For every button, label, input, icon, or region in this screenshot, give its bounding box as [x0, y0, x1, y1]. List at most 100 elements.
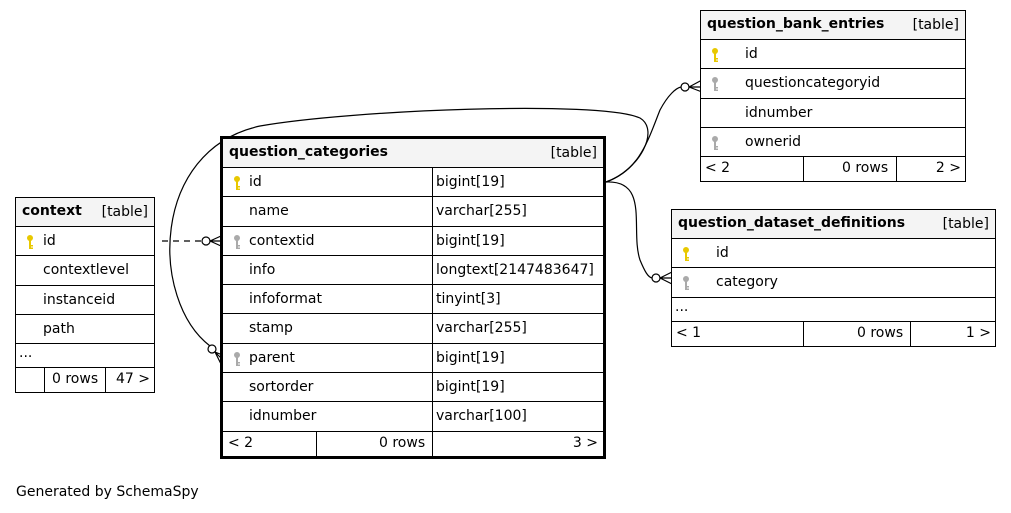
column-name: instanceid: [43, 291, 116, 308]
column-row: id bigint[19]: [223, 168, 603, 198]
column-row: parent bigint[19]: [223, 343, 603, 374]
table-name: context: [22, 203, 82, 219]
edge-end-circle: [680, 82, 690, 92]
column-row: instanceid: [16, 286, 154, 315]
footer-right: 47 >: [116, 371, 150, 388]
primary-key-icon: [712, 48, 718, 62]
table-header: question_categories [table]: [223, 139, 603, 168]
table-name: question_categories: [229, 144, 388, 160]
footer-separator: [910, 321, 911, 346]
column-separator: [432, 373, 433, 402]
column-name: ownerid: [745, 133, 802, 150]
column-row: ownerid: [701, 128, 965, 158]
foreign-key-icon: [712, 135, 718, 150]
table-name: question_dataset_definitions: [678, 215, 906, 231]
footer-rows: 0 rows: [52, 371, 99, 388]
footer-rows: 0 rows: [379, 434, 426, 451]
table-header: question_dataset_definitions [table]: [672, 210, 995, 239]
column-type: bigint[19]: [436, 379, 505, 396]
footer-rows: 0 rows: [857, 324, 904, 341]
ellipsis: ...: [675, 298, 689, 315]
table-header: context [table]: [16, 198, 154, 227]
table-question-categories[interactable]: question_categories [table] id bigint[19]…: [220, 136, 606, 459]
column-row: id: [16, 227, 154, 257]
table-footer: < 2 0 rows 2 >: [701, 157, 965, 182]
edge-end-circle: [651, 273, 661, 283]
column-row: contextlevel: [16, 256, 154, 286]
footer-rows: 0 rows: [842, 160, 889, 177]
column-type: bigint[19]: [436, 174, 505, 190]
foreign-key-icon: [683, 276, 689, 291]
column-type: varchar[100]: [436, 408, 527, 425]
column-name: id: [716, 245, 729, 261]
foreign-key-icon: [712, 77, 718, 92]
generated-by-note: Generated by SchemaSpy: [16, 484, 199, 500]
column-row: path: [16, 315, 154, 345]
table-footer: < 1 0 rows 1 >: [672, 321, 995, 346]
more-columns: ...: [16, 344, 154, 369]
edge-questioncategoryid-to-id: [605, 86, 682, 183]
column-row: idnumber: [701, 99, 965, 128]
column-separator: [432, 255, 433, 285]
column-type: varchar[255]: [436, 320, 527, 337]
table-context[interactable]: context [table] id contextlevel instanceid…: [15, 197, 155, 394]
edge-end-circle: [207, 344, 217, 354]
column-type: varchar[255]: [436, 203, 527, 220]
table-question-dataset-definitions[interactable]: question_dataset_definitions [table] id c…: [671, 209, 996, 347]
column-separator: [432, 343, 433, 373]
column-name: id: [249, 174, 262, 190]
column-name: parent: [249, 349, 295, 366]
footer-left: < 1: [676, 324, 702, 341]
footer-separator: [432, 431, 433, 456]
foreign-key-icon: [234, 351, 240, 366]
column-row: info longtext[2147483647]: [223, 255, 603, 286]
column-separator: [432, 168, 433, 197]
edge-end-circle: [201, 236, 211, 246]
primary-key-icon: [234, 176, 240, 190]
footer-right: 1 >: [965, 324, 991, 341]
column-row: sortorder bigint[19]: [223, 373, 603, 403]
table-type-tag: [table]: [942, 216, 989, 232]
more-columns: ...: [672, 298, 995, 322]
column-row: questioncategoryid: [701, 69, 965, 99]
column-type: bigint[19]: [436, 349, 505, 366]
column-type: longtext[2147483647]: [436, 261, 594, 278]
column-name: path: [43, 320, 75, 337]
column-name: stamp: [249, 320, 293, 337]
table-name: question_bank_entries: [707, 16, 885, 32]
column-name: id: [43, 233, 56, 249]
footer-separator: [803, 321, 804, 346]
column-separator: [432, 285, 433, 314]
column-row: category: [672, 268, 995, 298]
column-row: id: [701, 40, 965, 70]
column-name: infoformat: [249, 291, 322, 308]
column-name: contextid: [249, 232, 315, 249]
footer-right: 2 >: [935, 160, 961, 177]
column-row: id: [672, 239, 995, 269]
column-name: id: [745, 46, 758, 62]
column-separator: [432, 226, 433, 255]
edge-category-to-id: [605, 181, 653, 279]
table-footer: < 2 0 rows 3 >: [223, 431, 603, 456]
column-name: name: [249, 203, 289, 220]
footer-left: < 2: [228, 434, 254, 451]
column-name: questioncategoryid: [745, 75, 881, 92]
column-name: info: [249, 261, 276, 278]
column-list: id category: [672, 239, 995, 298]
table-type-tag: [table]: [101, 204, 148, 220]
column-separator: [432, 314, 433, 343]
table-type-tag: [table]: [550, 145, 597, 161]
column-name: category: [716, 274, 778, 291]
column-separator: [432, 402, 433, 431]
column-row: name varchar[255]: [223, 197, 603, 227]
column-list: id questioncategoryid idnumber ownerid: [701, 40, 965, 158]
column-name: sortorder: [249, 379, 314, 396]
column-separator: [432, 197, 433, 226]
column-row: stamp varchar[255]: [223, 314, 603, 344]
footer-separator: [803, 157, 804, 182]
ellipsis: ...: [19, 345, 33, 362]
